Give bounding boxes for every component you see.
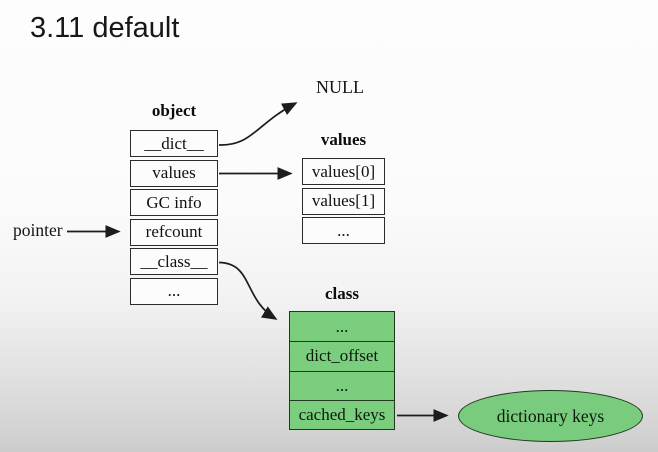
class-arrow	[218, 261, 278, 320]
values-table-title: values	[320, 130, 367, 149]
pointer-label: pointer	[13, 220, 63, 240]
class-row-dict-offset: dict_offset	[290, 341, 394, 370]
values-row-0: values[0]	[302, 158, 385, 185]
object-row-refcount: refcount	[130, 218, 218, 246]
class-row-ellipsis-bottom: ...	[290, 370, 394, 400]
slide-title: 3.11 default	[30, 12, 180, 44]
object-table: __dict__ values GC info refcount __class…	[130, 130, 218, 305]
values-row-1: values[1]	[302, 187, 385, 215]
dict-to-null-arrow	[218, 102, 298, 146]
dictionary-keys-label: dictionary keys	[496, 405, 605, 426]
object-row-ellipsis: ...	[130, 277, 218, 305]
object-row-class: __class__	[130, 248, 218, 275]
null-label: NULL	[316, 77, 364, 97]
object-row-dict: __dict__	[130, 130, 218, 157]
object-table-title: object	[151, 101, 197, 120]
values-table: values[0] values[1] ...	[302, 158, 385, 244]
class-table: ... dict_offset ... cached_keys	[289, 311, 395, 431]
class-table-title: class	[325, 284, 359, 303]
object-row-gc-info: GC info	[130, 189, 218, 216]
class-row-ellipsis-top: ...	[335, 316, 349, 336]
dictionary-keys-ellipse: dictionary keys	[458, 390, 643, 442]
class-row-cached-keys: cached_keys	[290, 399, 394, 429]
object-row-values: values	[130, 159, 218, 187]
values-row-ellipsis: ...	[302, 217, 385, 244]
